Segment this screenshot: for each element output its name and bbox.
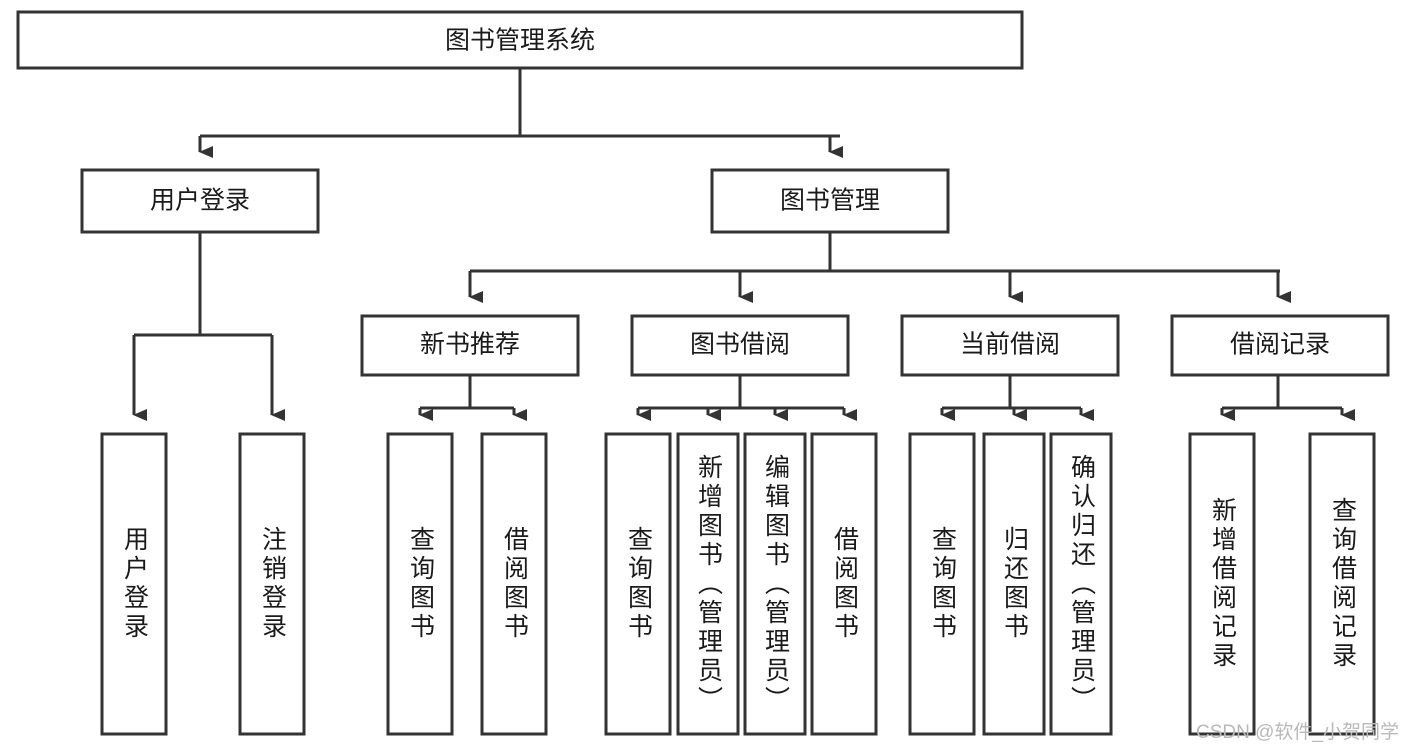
leaf-node-add-book[interactable]: 新增图书（管理员） <box>676 432 740 736</box>
connector-currentborrow-to-leaves <box>940 375 1094 421</box>
leaf-node-borrow-book-1-label: 借阅图书 <box>500 526 529 642</box>
leaf-node-return-book[interactable]: 归还图书 <box>982 432 1046 736</box>
leaf-node-query-record[interactable]: 查询借阅记录 <box>1308 432 1376 736</box>
leaf-node-add-book-label: 新增图书（管理员） <box>694 453 723 715</box>
leaf-node-edit-book-label: 编辑图书（管理员） <box>761 453 790 715</box>
leaf-node-confirm-return-label: 确认归还（管理员） <box>1067 453 1096 715</box>
node-borrow-record[interactable]: 借阅记录 <box>1170 314 1390 377</box>
leaf-node-query-book-1[interactable]: 查询图书 <box>386 432 454 736</box>
node-new-book-rec-label: 新书推荐 <box>420 331 520 359</box>
node-book-borrow-label: 图书借阅 <box>690 331 790 359</box>
leaf-node-query-book-3-label: 查询图书 <box>928 526 957 642</box>
leaf-node-edit-book[interactable]: 编辑图书（管理员） <box>743 432 807 736</box>
leaf-node-user-logout-label: 注销登录 <box>258 526 287 642</box>
leaf-node-user-login[interactable]: 用户登录 <box>100 432 168 736</box>
leaf-node-query-book-1-label: 查询图书 <box>406 526 435 642</box>
leaf-node-borrow-book-2-label: 借阅图书 <box>830 526 859 642</box>
node-new-book-rec[interactable]: 新书推荐 <box>360 314 580 377</box>
leaf-node-confirm-return[interactable]: 确认归还（管理员） <box>1049 432 1113 736</box>
leaf-node-user-logout[interactable]: 注销登录 <box>238 432 306 736</box>
connector-newbook-to-leaves <box>418 375 527 421</box>
leaf-node-borrow-book-1[interactable]: 借阅图书 <box>480 432 548 736</box>
node-user-login-label: 用户登录 <box>150 187 250 215</box>
connector-root-to-level2 <box>198 68 843 158</box>
connector-bookmanage-to-level3 <box>468 232 1291 303</box>
node-current-borrow[interactable]: 当前借阅 <box>900 314 1120 377</box>
node-borrow-record-label: 借阅记录 <box>1230 331 1330 359</box>
leaf-node-add-record[interactable]: 新增借阅记录 <box>1188 432 1256 736</box>
connector-borrowrecord-to-leaves <box>1220 375 1355 421</box>
node-book-borrow[interactable]: 图书借阅 <box>630 314 850 377</box>
node-book-manage-label: 图书管理 <box>780 187 880 215</box>
node-root[interactable]: 图书管理系统 <box>16 10 1024 70</box>
node-root-label: 图书管理系统 <box>445 27 595 55</box>
leaf-node-query-record-label: 查询借阅记录 <box>1328 497 1357 671</box>
leaf-node-user-login-label: 用户登录 <box>120 526 149 642</box>
connector-bookborrow-to-leaves <box>636 375 857 421</box>
leaf-node-query-book-2-label: 查询图书 <box>624 526 653 642</box>
connector-userlogin-to-leaves <box>132 232 285 421</box>
leaf-node-add-record-label: 新增借阅记录 <box>1208 497 1237 671</box>
leaf-node-return-book-label: 归还图书 <box>1000 526 1029 642</box>
node-book-manage[interactable]: 图书管理 <box>710 168 950 234</box>
node-current-borrow-label: 当前借阅 <box>960 331 1060 359</box>
leaf-node-query-book-2[interactable]: 查询图书 <box>604 432 672 736</box>
leaf-node-query-book-3[interactable]: 查询图书 <box>908 432 976 736</box>
leaf-node-borrow-book-2[interactable]: 借阅图书 <box>810 432 878 736</box>
node-user-login[interactable]: 用户登录 <box>80 168 320 234</box>
